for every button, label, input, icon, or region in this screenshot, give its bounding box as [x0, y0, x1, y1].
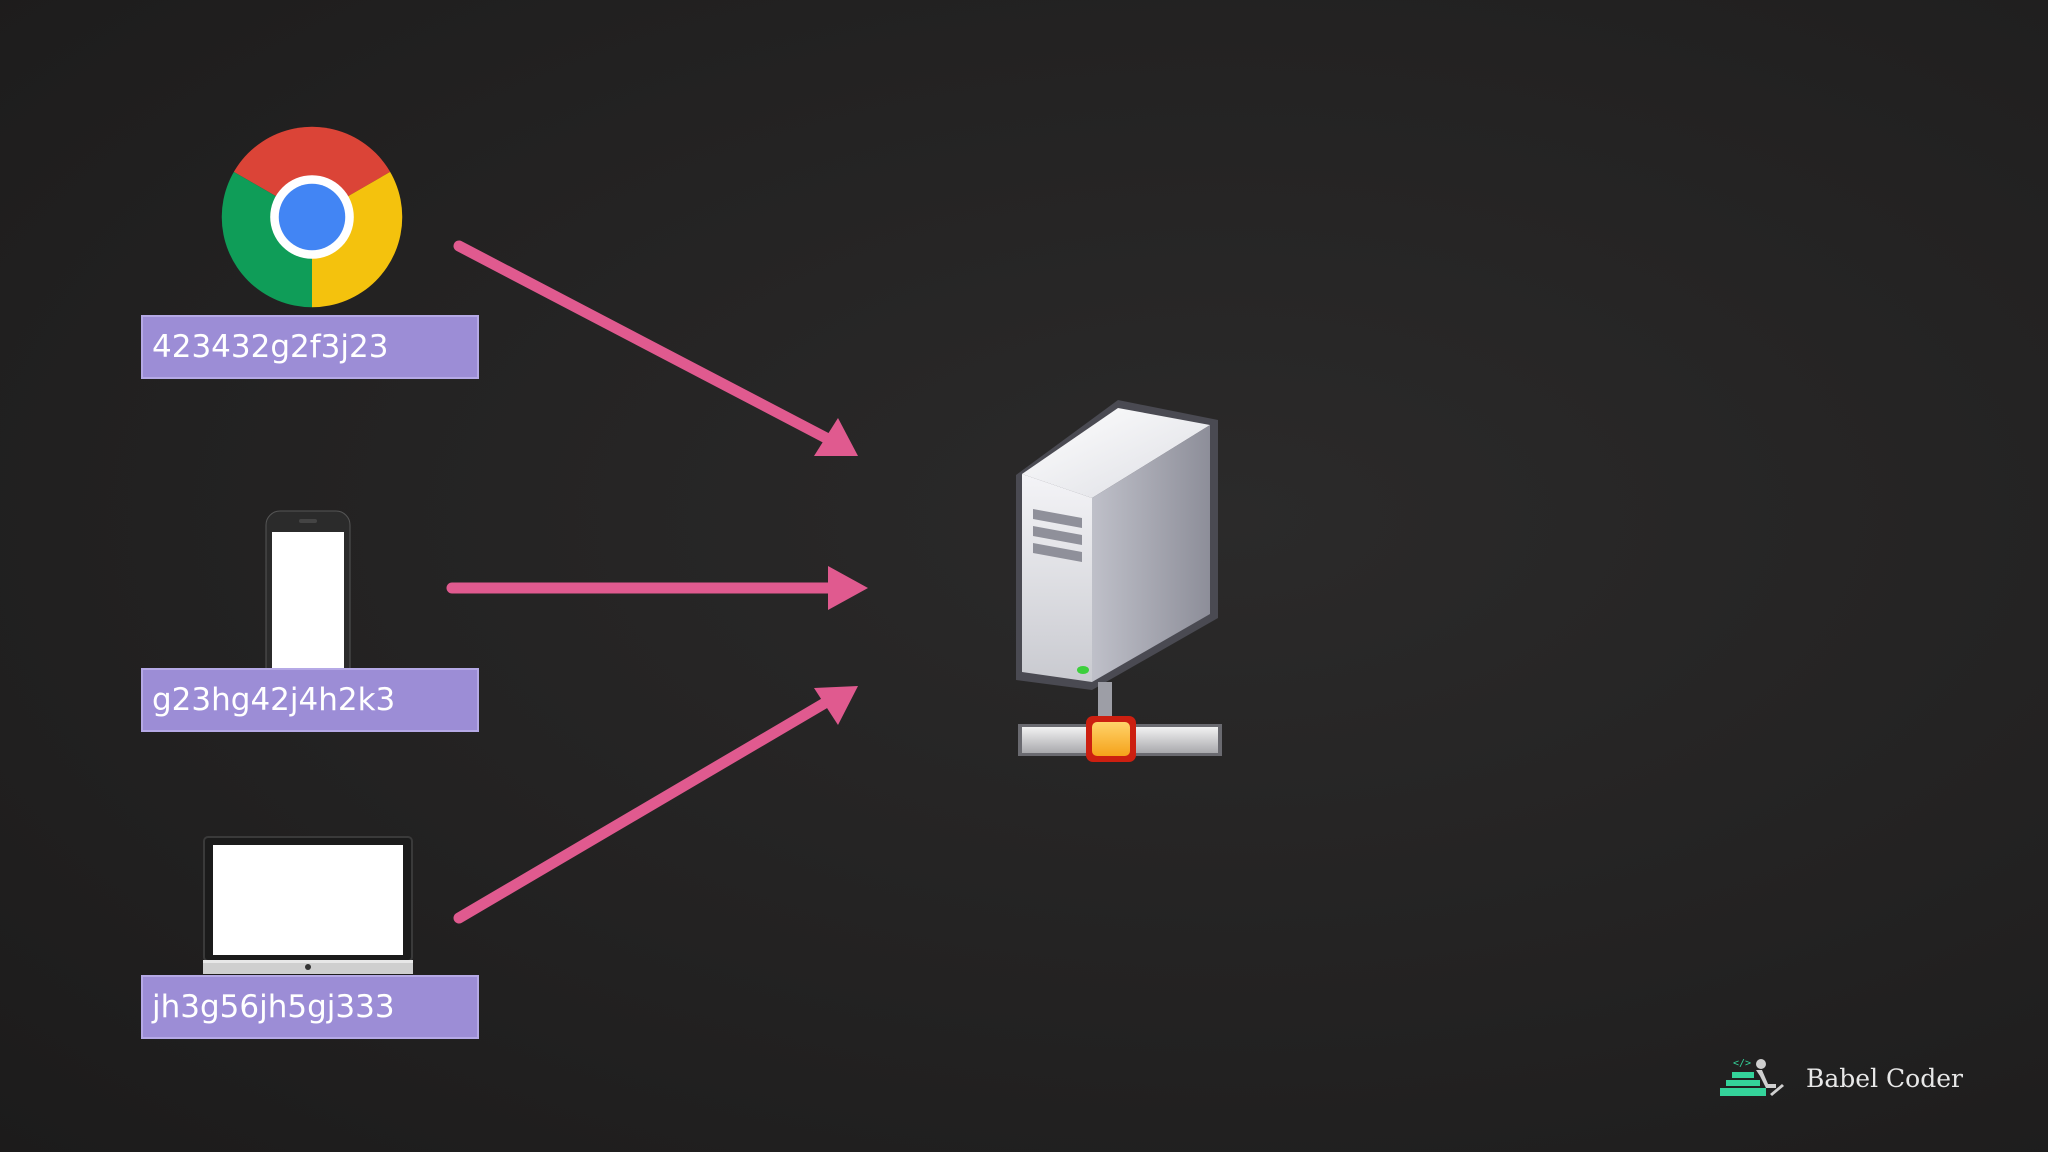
- babel-coder-logo-icon: </>: [1720, 1058, 1784, 1096]
- smartphone-icon: [265, 510, 351, 670]
- laptop-icon: [203, 836, 413, 974]
- token-label-laptop: jh3g56jh5gj333: [141, 975, 479, 1039]
- token-label-phone: g23hg42j4h2k3: [141, 668, 479, 732]
- arrow-browser-to-server: [453, 240, 836, 446]
- arrowhead-phone: [828, 566, 868, 610]
- brand-watermark: </> Babel Coder: [1718, 1054, 1963, 1102]
- arrowhead-browser: [814, 418, 858, 456]
- arrow-laptop-to-server: [453, 694, 836, 924]
- token-label-browser: 423432g2f3j23: [141, 315, 479, 379]
- svg-text:</>: </>: [1733, 1058, 1751, 1069]
- arrowhead-laptop: [814, 686, 858, 725]
- server-icon: [1016, 400, 1222, 762]
- chrome-icon: [221, 126, 403, 308]
- brand-name: Babel Coder: [1806, 1063, 1963, 1093]
